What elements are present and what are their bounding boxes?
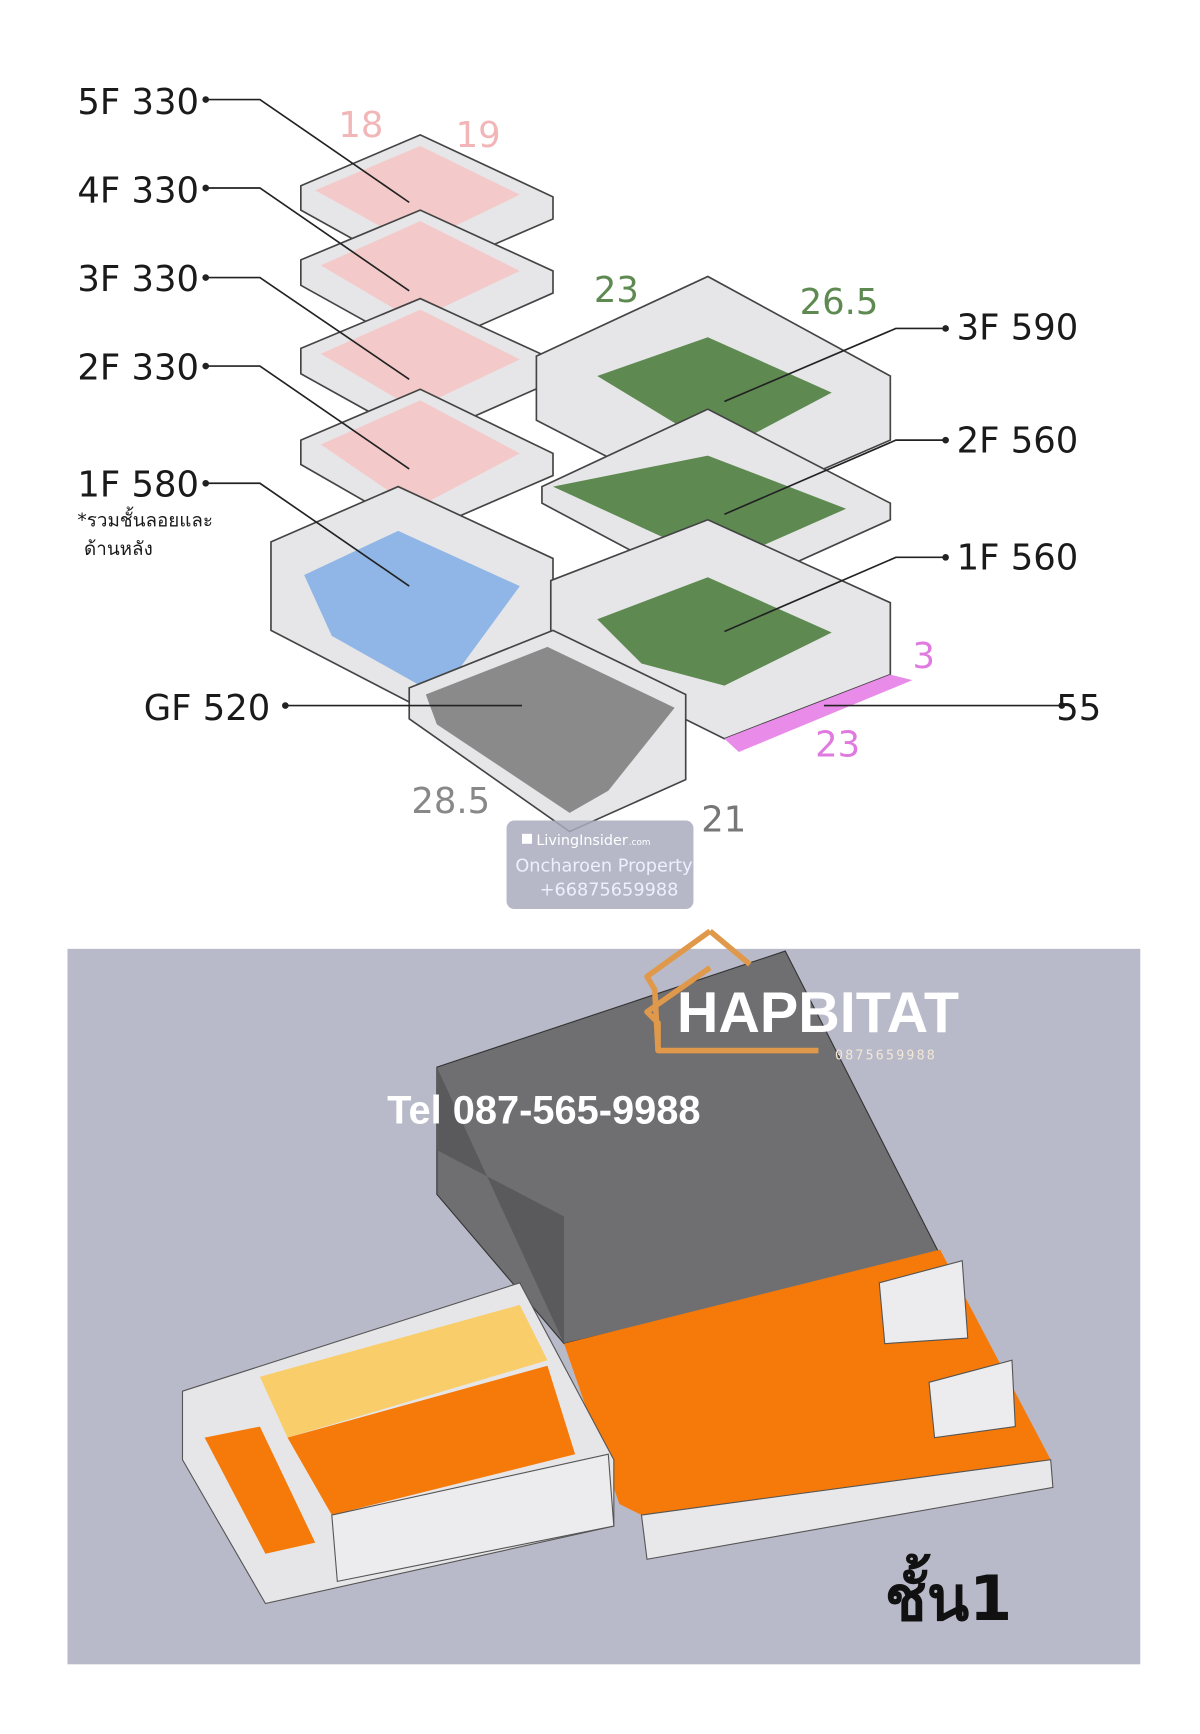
dim-19: 19 [456,115,501,156]
logo-text: HAPBITAT [677,981,959,1045]
label-3f-right: 3F 590 [957,308,1079,349]
label-3f-left: 3F 330 [77,259,199,300]
label-4f: 4F 330 [77,170,199,211]
label-55: 55 [1056,688,1101,729]
note-line-1: *รวมชั้นลอยและ [77,506,213,531]
floor-3f-right [597,337,832,452]
label-2f-left: 2F 330 [77,347,199,388]
right-block [535,275,913,752]
label-1f-left: 1F 580 [77,465,199,506]
dim-28-5: 28.5 [411,781,490,822]
tel-text: Tel 087-565-9988 [387,1089,700,1133]
hapbitat-logo: HAPBITAT 0875659988 [644,928,959,1063]
watermark-brand-suffix: .com [629,838,651,848]
livinginsider-logo-icon [522,833,532,844]
watermark-brand-line: LivingInsider.com [536,833,650,849]
watermark-brand: LivingInsider [536,833,627,849]
strip-55 [724,674,913,752]
floor-label: ชั้น1 [885,1553,1012,1635]
label-5f: 5F 330 [77,82,199,123]
dim-3: 3 [912,636,935,677]
livinginsider-watermark: LivingInsider.com Oncharoen Property +66… [506,820,694,910]
logo-phone: 0875659988 [835,1048,937,1063]
note-line-2: ด้านหลัง [84,539,153,560]
ground-floor [408,629,687,833]
left-tower [270,134,554,709]
dim-26-5: 26.5 [800,282,879,323]
label-2f-right: 2F 560 [957,420,1079,461]
dim-23-magenta: 23 [815,724,860,765]
leader-lines [202,96,1066,709]
label-1f-right: 1F 560 [957,538,1079,579]
watermark-phone: +66875659988 [540,881,679,901]
floor-2f-right [552,455,847,564]
floor-1-render [67,948,1141,1665]
label-gf: GF 520 [144,688,271,729]
floor-1f-right [597,577,832,686]
floor-2f-left [320,400,520,509]
floor-5f [315,145,520,246]
dim-18: 18 [338,105,383,146]
floor-3f-left [320,309,520,410]
floor-gf [425,646,675,813]
mezzanine-floor [259,1304,548,1438]
watermark-company: Oncharoen Property [515,856,692,876]
floor-1f-left [304,530,520,686]
dim-21: 21 [701,800,746,841]
floor-4f [320,221,520,321]
dim-23-green: 23 [594,270,639,311]
